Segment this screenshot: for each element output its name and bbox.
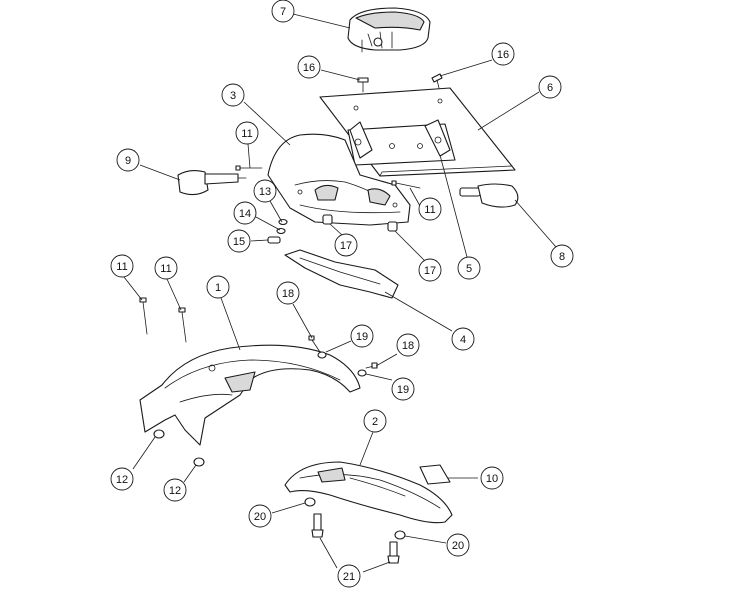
callout: 13 (253, 179, 277, 203)
callout: 10 (480, 466, 504, 490)
part-spacer (267, 236, 281, 244)
part-tail-light (347, 7, 431, 53)
callout: 5 (457, 256, 481, 280)
part-rear-fender (139, 344, 361, 446)
part-fender-bolt-right (387, 541, 400, 564)
callout: 2 (363, 409, 387, 433)
callout: 20 (446, 533, 470, 557)
callout-label: 4 (460, 334, 466, 346)
callout: 17 (418, 258, 442, 282)
part-bolt-vertical-left (139, 297, 148, 335)
part-bolt-short-lower (365, 362, 378, 369)
callout-label: 21 (343, 571, 355, 583)
callout-label: 1 (215, 282, 221, 294)
callout-label: 11 (160, 263, 171, 275)
callout-label: 17 (340, 240, 352, 252)
part-bolt-vertical-right (178, 307, 187, 343)
callout-label: 5 (466, 263, 472, 275)
callout-label: 12 (169, 485, 181, 497)
callout-label: 20 (254, 511, 266, 523)
callout: 11 (235, 121, 259, 145)
callout: 8 (550, 244, 574, 268)
callout-label: 6 (547, 82, 553, 94)
callout: 7 (271, 0, 295, 23)
callout-label: 16 (303, 62, 315, 74)
callout-label: 18 (282, 288, 294, 300)
callout-label: 10 (486, 473, 498, 485)
callout: 11 (110, 254, 134, 278)
callout: 19 (350, 324, 374, 348)
part-front-fender (284, 461, 453, 524)
callout-label: 9 (125, 155, 131, 167)
part-grommet-left (304, 497, 316, 507)
callout: 18 (396, 333, 420, 357)
callout-label: 8 (559, 251, 565, 263)
callout-label: 2 (372, 416, 378, 428)
part-rubber-spacer-right (387, 221, 398, 232)
callout: 4 (451, 327, 475, 351)
callout: 11 (418, 197, 442, 221)
callout: 12 (110, 467, 134, 491)
callout-label: 19 (356, 331, 368, 343)
callout: 14 (233, 201, 257, 225)
part-nut-fender-left (153, 429, 165, 439)
callout: 11 (154, 256, 178, 280)
callout: 18 (276, 281, 300, 305)
part-washer (278, 218, 288, 226)
callout-label: 14 (239, 208, 251, 220)
leader-lines (123, 13, 557, 573)
part-washer-upper (317, 351, 327, 359)
callout: 21 (337, 564, 361, 588)
callout-label: 11 (116, 261, 127, 273)
part-washer-lower (357, 369, 367, 377)
part-turn-signal-left (177, 169, 247, 196)
callout: 16 (491, 42, 515, 66)
callout: 19 (391, 377, 415, 401)
callout-label: 17 (424, 265, 436, 277)
callout-label: 18 (402, 340, 414, 352)
callout-label: 15 (233, 236, 245, 248)
callout-label: 13 (259, 186, 271, 198)
part-bolt-long-mid (391, 180, 421, 189)
part-bolt-long-upper (235, 165, 263, 171)
callout: 20 (248, 504, 272, 528)
callout-label: 16 (497, 49, 509, 61)
callout: 16 (297, 55, 321, 79)
part-screw-right (431, 73, 443, 89)
part-turn-signal-right (459, 183, 519, 208)
callout-label: 3 (230, 90, 236, 102)
callout-label: 7 (280, 6, 286, 18)
part-screw-left (357, 77, 369, 93)
callout-label: 12 (116, 474, 128, 486)
callout-label: 19 (397, 384, 409, 396)
callout: 6 (538, 75, 562, 99)
part-sticker (419, 464, 451, 485)
part-bolt-short-upper (308, 335, 321, 353)
part-undertray (284, 249, 399, 299)
callout: 3 (221, 83, 245, 107)
callout-label: 11 (424, 204, 435, 216)
callout: 9 (116, 148, 140, 172)
callout: 15 (227, 229, 251, 253)
part-rear-cowl (267, 133, 411, 226)
callout: 1 (206, 275, 230, 299)
callout: 17 (334, 233, 358, 257)
callout: 12 (163, 478, 187, 502)
callout-label: 20 (452, 540, 464, 552)
callout-label: 11 (241, 128, 252, 140)
part-grommet-right (394, 530, 406, 540)
part-mounting-bracket (347, 119, 456, 166)
part-nut-fender-right (193, 457, 205, 467)
part-fender-bolt-left (311, 513, 324, 538)
part-rubber-spacer-left (322, 214, 333, 225)
